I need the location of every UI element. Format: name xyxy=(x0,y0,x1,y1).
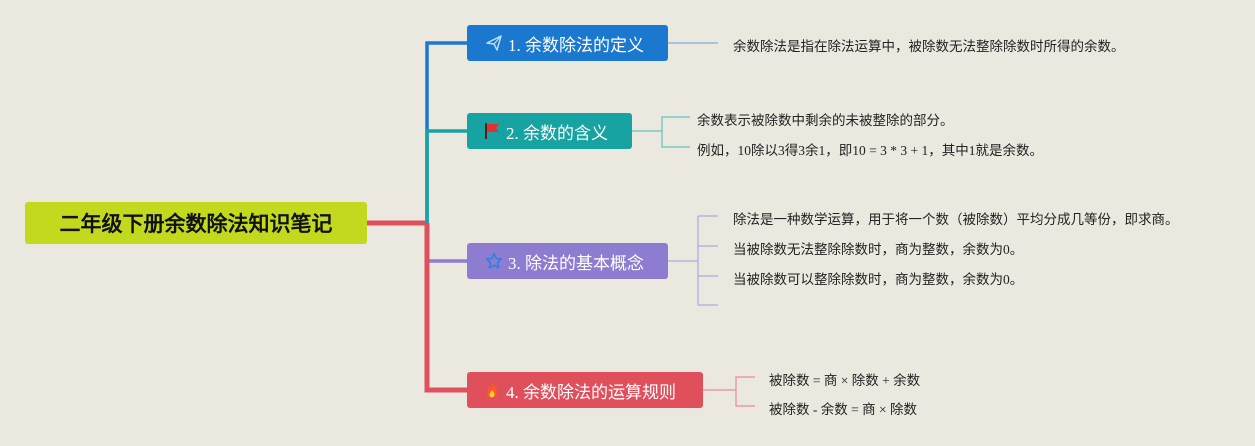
star-outline-icon xyxy=(485,252,503,270)
root-title: 二年级下册余数除法知识笔记 xyxy=(59,212,333,236)
branch-title: 3. 除法的基本概念 xyxy=(508,253,644,273)
branch-operation-rules[interactable]: 4. 余数除法的运算规则 xyxy=(467,372,703,408)
leaf-item: 例如，10除以3得3余1，即10 = 3 * 3 + 1，其中1就是余数。 xyxy=(697,143,1043,158)
branch-meaning[interactable]: 2. 余数的含义 xyxy=(467,113,632,149)
root-node[interactable]: 二年级下册余数除法知识笔记 xyxy=(25,202,367,244)
leaf-item: 除法是一种数学运算，用于将一个数（被除数）平均分成几等份，即求商。 xyxy=(733,212,1179,227)
fire-icon xyxy=(483,381,501,399)
branch-title: 4. 余数除法的运算规则 xyxy=(506,382,676,402)
branch-title: 2. 余数的含义 xyxy=(506,123,608,143)
leaf-item: 当被除数可以整除除数时，商为整数，余数为0。 xyxy=(733,272,1024,287)
paper-plane-icon xyxy=(485,34,503,52)
leaf-item: 余数除法是指在除法运算中，被除数无法整除除数时所得的余数。 xyxy=(733,39,1125,54)
branch-title: 1. 余数除法的定义 xyxy=(508,35,644,55)
red-flag-icon xyxy=(483,122,501,140)
leaf-item: 被除数 = 商 × 除数 + 余数 xyxy=(769,373,921,388)
branch-definition[interactable]: 1. 余数除法的定义 xyxy=(467,25,668,61)
branch-basic-concept[interactable]: 3. 除法的基本概念 xyxy=(467,243,668,279)
leaf-item: 被除数 - 余数 = 商 × 除数 xyxy=(769,402,917,417)
leaf-item: 当被除数无法整除除数时，商为整数，余数为0。 xyxy=(733,242,1024,257)
leaf-item: 余数表示被除数中剩余的未被整除的部分。 xyxy=(697,113,954,128)
